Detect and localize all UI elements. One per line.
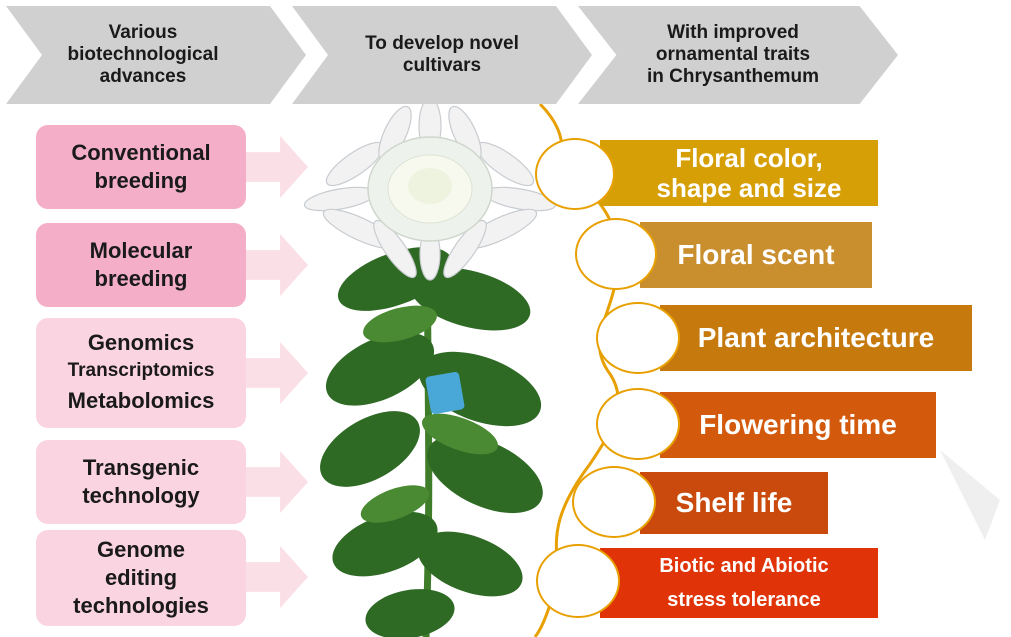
trait-plant-architecture: Plant architecture <box>660 305 972 371</box>
header-step-develop-cultivars: To develop novel cultivars <box>292 6 592 104</box>
trait-marker-circle <box>596 302 680 374</box>
trait-marker-circle <box>596 388 680 460</box>
header-step-biotech-advances: Various biotechnological advances <box>6 6 306 104</box>
arrow-right-icon <box>246 234 308 296</box>
trait-marker-circle <box>535 138 615 210</box>
trait-floral-color: Floral color,shape and size <box>600 140 878 206</box>
trait-marker-circle <box>536 544 620 618</box>
trait-flowering-time: Flowering time <box>660 392 936 458</box>
trait-floral-scent: Floral scent <box>640 222 872 288</box>
header-step-improved-traits: With improved ornamental traits in Chrys… <box>578 6 898 104</box>
arrow-right-icon <box>246 451 308 513</box>
arrow-right-icon <box>246 136 308 198</box>
arrow-right-icon <box>246 546 308 608</box>
trait-marker-circle <box>572 466 656 538</box>
watermark-shape <box>930 440 1008 550</box>
advance-omics: Genomics Transcriptomics Metabolomics <box>36 318 246 428</box>
trait-marker-circle <box>575 218 657 290</box>
arrow-right-icon <box>246 342 308 404</box>
trait-shelf-life: Shelf life <box>640 472 828 534</box>
